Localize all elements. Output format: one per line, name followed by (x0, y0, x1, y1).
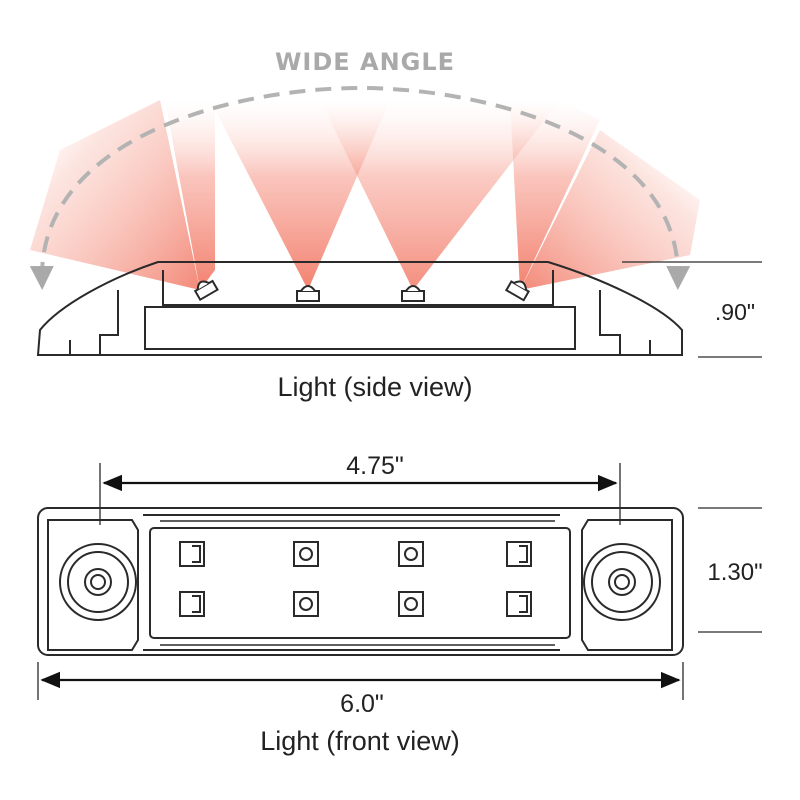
led-front-7 (398, 591, 424, 617)
side-leds (193, 279, 531, 302)
beam-valley-center (330, 200, 390, 265)
side-view-caption: Light (side view) (277, 372, 472, 402)
led-side-1 (193, 279, 219, 302)
light-beams (30, 100, 700, 290)
beam-far-right (520, 130, 700, 290)
led-side-2 (296, 285, 320, 302)
beam-valley-right (470, 235, 515, 265)
led-front-2 (293, 541, 319, 567)
mount-hole-left (59, 543, 137, 621)
led-side-3 (401, 285, 425, 302)
front-leds (179, 541, 532, 617)
front-view-caption: Light (front view) (260, 726, 460, 756)
led-front-5 (179, 591, 205, 617)
beam-left-vertical (165, 100, 215, 290)
led-front-3 (398, 541, 424, 567)
led-front-4 (506, 541, 532, 567)
wide-angle-label: WIDE ANGLE (275, 48, 455, 76)
side-view: WIDE ANGLE (29, 48, 762, 402)
led-side-4 (504, 280, 531, 302)
overall-length-dim: 6.0" (340, 690, 384, 718)
led-front-6 (293, 591, 319, 617)
mount-spacing-dim: 4.75" (346, 452, 404, 480)
front-view: 4.75" (37, 452, 763, 756)
mount-hole-right (583, 543, 661, 621)
led-front-1 (179, 541, 205, 567)
side-housing (36, 261, 683, 356)
beam-right-vertical (510, 100, 600, 290)
side-height-dim: .90" (715, 299, 755, 325)
led-front-8 (506, 591, 532, 617)
front-height-dim: 1.30" (707, 559, 762, 586)
beam-center-right (320, 100, 560, 290)
beam-far-left (30, 100, 200, 290)
front-housing (37, 507, 684, 656)
